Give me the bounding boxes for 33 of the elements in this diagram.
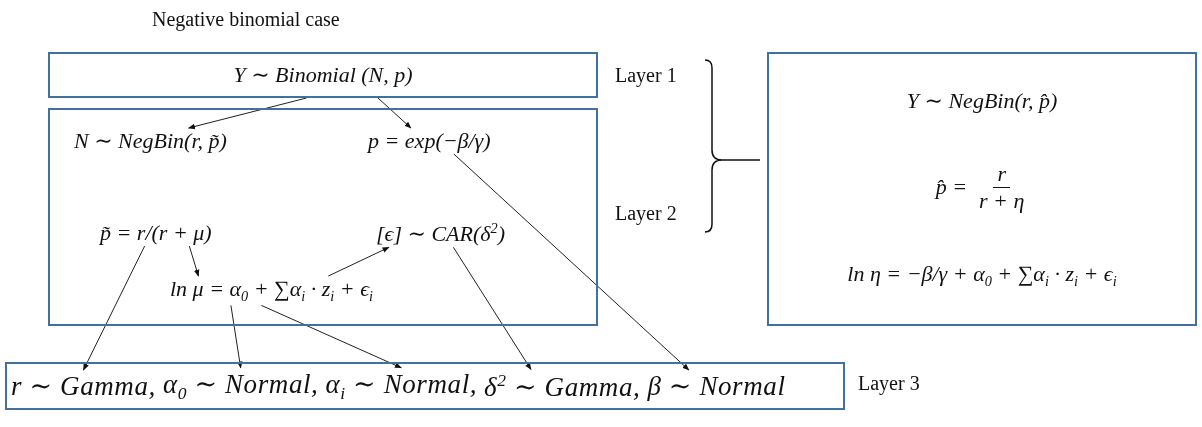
fraction-denominator: r + η — [978, 187, 1026, 214]
fraction-numerator: r — [993, 160, 1010, 188]
formula: α$_{i}$ ∼ Normal, — [325, 367, 478, 405]
formula-box — [48, 52, 598, 98]
arrow — [453, 153, 690, 371]
formula: p = exp(−β/γ) — [368, 128, 491, 154]
arrow — [327, 246, 390, 277]
formula: r ∼ Gamma, — [11, 370, 156, 402]
layer-label: Layer 3 — [858, 372, 920, 395]
formula: ln μ = α$_{0}$ + ∑α$_{i}$ · z$_{i}$ + ϵ$_{i}$ — [170, 276, 374, 306]
formula: δ$^{2}$ ∼ Gamma, — [484, 369, 641, 403]
arrow — [188, 245, 200, 277]
formula: p̂ = — [935, 174, 967, 201]
layer-label: Layer 1 — [615, 64, 677, 87]
arrow — [377, 97, 412, 129]
formula: ln η = −β/γ + α$_{0}$ + ∑α$_{i}$ · z$_{i}$ + ϵ$_{i}$ — [847, 261, 1117, 291]
layer-box — [48, 108, 598, 326]
formula-box — [767, 52, 1197, 326]
formula: N ∼ NegBin(r, p̃) — [74, 128, 227, 154]
formula: p̃ = r/(r + μ) — [100, 220, 212, 246]
formula: [ϵ] ∼ CAR(δ$^{2}$) — [376, 220, 505, 248]
formula: β ∼ Normal — [647, 370, 786, 402]
arrow — [82, 245, 146, 371]
layer-label: Layer 2 — [615, 202, 677, 225]
arrow — [452, 246, 532, 371]
arrow — [230, 304, 243, 369]
formula: α$_{0}$ ∼ Normal, — [162, 367, 319, 405]
formula: Y ∼ NegBin(r, p̂) — [906, 87, 1058, 114]
title: Negative binomial case — [152, 8, 340, 31]
formula: Y ∼ Binomial (N, p) — [232, 62, 414, 88]
arrow — [188, 97, 307, 130]
layer-box — [5, 362, 845, 410]
arrow — [260, 304, 402, 369]
